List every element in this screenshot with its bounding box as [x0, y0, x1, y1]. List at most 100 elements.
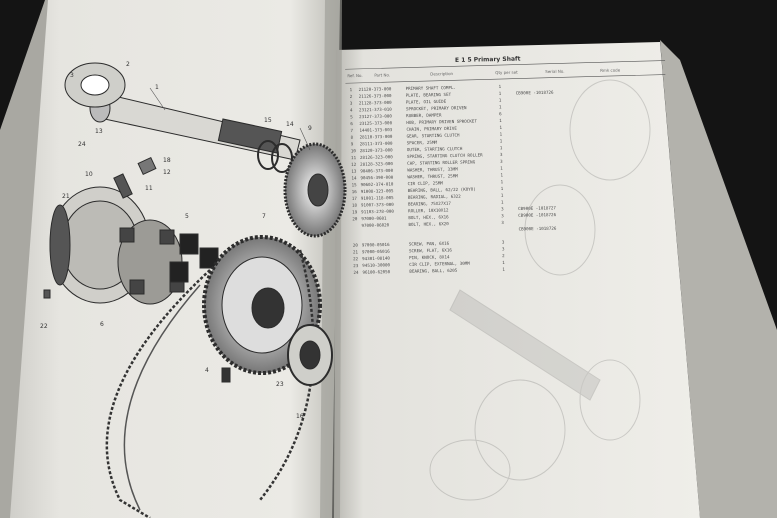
table-row: CB900E -1018726 — [518, 226, 556, 232]
callout-5: 5 — [185, 213, 189, 220]
cell-ref: 13 — [351, 169, 357, 174]
header-remark: Rmk code — [600, 67, 621, 72]
cell-part-no: 23121-373-010 — [359, 107, 392, 113]
cell-ref: 4 — [350, 107, 353, 112]
cell-qty: 1 — [502, 267, 505, 272]
thrust-washer-drawing — [271, 143, 293, 173]
cell-desc: BEARING, BALL, 6205 — [409, 268, 457, 274]
cell-qty: 1 — [500, 179, 503, 184]
callout-13: 13 — [95, 128, 103, 135]
callout-11: 11 — [145, 185, 153, 192]
cell-desc: ROLLER, 10X10X12 — [408, 208, 449, 214]
cell-qty: 1 — [501, 193, 504, 198]
callout-6: 6 — [100, 321, 104, 328]
header-desc: Description — [430, 71, 453, 76]
starting-clutch-gear-drawing — [283, 142, 347, 238]
primary-driven-sprocket-drawing — [202, 235, 322, 375]
cell-serial: CB900E -1018726 — [518, 226, 556, 232]
cell-qty: 3 — [500, 159, 503, 164]
callout-9: 9 — [308, 125, 312, 132]
cell-desc: SPROCKET, PRIMARY DRIVEN — [406, 105, 467, 111]
bearing-plate-drawing — [64, 62, 126, 108]
cell-qty: 1 — [501, 186, 504, 191]
cell-ref: 9 — [351, 141, 354, 146]
cell-desc: SPRING, STARTING CLUTCH ROLLER — [407, 152, 483, 159]
cell-ref: 24 — [353, 270, 359, 275]
callout-10: 10 — [85, 171, 93, 178]
cell-part-no: 28128-323-000 — [360, 161, 393, 167]
cell-ref: 12 — [351, 162, 357, 167]
cell-qty: 6 — [499, 111, 502, 116]
callout-24: 24 — [78, 141, 86, 148]
cell-ref: 3 — [350, 101, 353, 106]
spring-drawing — [113, 173, 133, 199]
cell-part-no: 91103-278-000 — [361, 209, 394, 215]
cell-part-no: 28110-373-000 — [360, 134, 393, 140]
cell-desc: CHAIN, PRIMARY DRIVE — [406, 126, 457, 132]
callout-1: 1 — [155, 84, 159, 91]
cell-desc: HUB, PRIMARY DRIVEN SPROCKET — [406, 118, 477, 124]
cell-desc: BOLT, HEX., 6X20 — [408, 221, 449, 227]
ball-bearing-drawing — [287, 324, 333, 386]
roller-drawing — [137, 156, 157, 176]
cell-part-no: 28126-323-000 — [360, 154, 393, 160]
cell-desc: BOLT, HEX., 6X16 — [408, 214, 449, 220]
cell-part-no: 28111-373-000 — [360, 141, 393, 147]
cell-qty: 1 — [500, 145, 503, 150]
cell-ref: 6 — [350, 121, 353, 126]
cell-qty: 1 — [501, 200, 504, 205]
right-page — [334, 42, 700, 518]
cell-qty: 1 — [499, 125, 502, 130]
cell-qty: 1 — [500, 138, 503, 143]
cell-qty: 1 — [499, 91, 502, 96]
cell-part-no: 21120-373-000 — [359, 86, 392, 92]
cell-ref: 10 — [351, 148, 357, 153]
cell-desc: SCREW, PAN, 6X16 — [409, 241, 450, 247]
callout-7: 7 — [262, 213, 266, 220]
cell-desc: BEARING, BALL, 62/22 (KOYO) — [408, 187, 476, 193]
cell-desc: OUTER, STARTING CLUTCH — [407, 146, 463, 152]
cell-part-no: 28120-373-000 — [360, 147, 393, 153]
callout-23: 23 — [276, 381, 284, 388]
cell-desc: BEARING, RADIAL, 6322 — [408, 194, 462, 200]
cell-ref: 5 — [350, 114, 353, 119]
header-ref: Ref. No. — [347, 73, 362, 78]
cell-qty: 1 — [502, 260, 505, 265]
cell-part-no: 91007-373-000 — [361, 202, 394, 208]
cell-ref: 17 — [352, 196, 358, 201]
cell-desc: WASHER, THRUST, 25MM — [407, 173, 458, 179]
cell-part-no: 91008-323-005 — [361, 188, 394, 194]
cell-ref: 15 — [352, 182, 358, 187]
cell-ref: 2 — [350, 94, 353, 99]
cell-desc: SCREW, FLAT, 6X16 — [409, 247, 452, 253]
header-partno: Part No. — [374, 72, 390, 77]
bolt-drawing — [221, 367, 231, 383]
cell-part-no: 97000-0601 — [361, 216, 387, 222]
table-header: Ref. No. Part No. Description Qty per se… — [347, 67, 620, 78]
cell-ref: 22 — [353, 256, 359, 261]
right-page-stack — [660, 40, 777, 518]
cell-part-no: 14401-373-003 — [359, 127, 392, 133]
cell-part-no: 90602-374-010 — [361, 181, 394, 187]
callout-22: 22 — [40, 323, 48, 330]
cell-desc: SPACER, 25MM — [407, 140, 438, 146]
cell-desc: CIR CLIP, 25MM — [408, 180, 444, 186]
damper-hub-drawing — [117, 219, 219, 305]
